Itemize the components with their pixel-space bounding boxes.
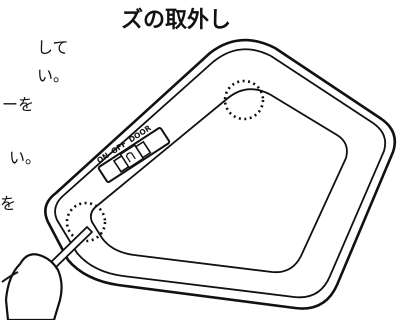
- body-text-line-2: い。: [37, 66, 70, 85]
- lens-outer-edge: [44, 38, 397, 310]
- section-heading: ズの取外し: [121, 8, 232, 33]
- body-text-line-1: して: [37, 38, 69, 57]
- screwdriver-handle: [4, 253, 63, 320]
- lens-cover-panel: [89, 88, 348, 274]
- body-text-line-4: い。: [9, 148, 42, 167]
- removal-point-circle-lower: [65, 201, 107, 243]
- removal-point-circle-upper: [223, 79, 265, 121]
- body-text-line-5: を: [0, 194, 17, 213]
- screwdriver: [1, 226, 93, 320]
- mode-switch: ON OFF DOOR: [95, 123, 171, 183]
- lens-inner-rim: [54, 48, 387, 299]
- body-text-line-3: ーを: [2, 95, 35, 114]
